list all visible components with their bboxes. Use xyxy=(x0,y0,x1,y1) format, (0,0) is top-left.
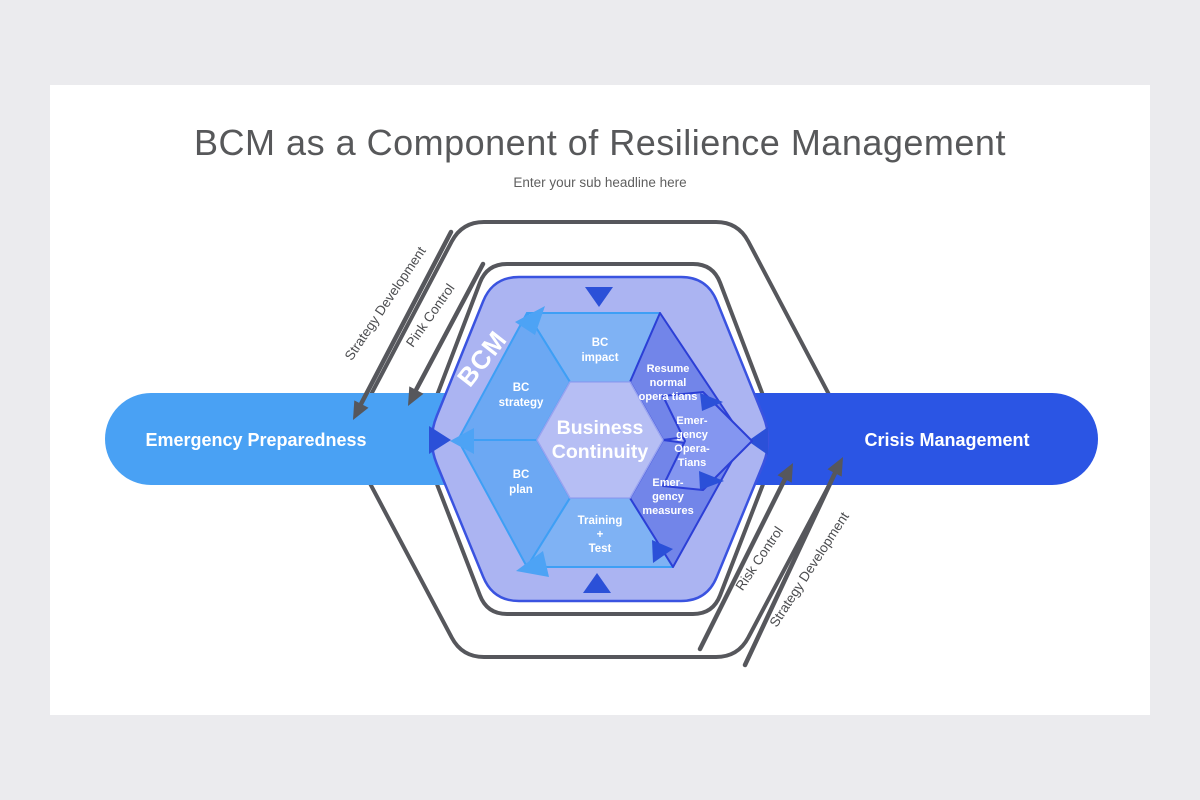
cycle-arrow-resume-icon xyxy=(700,393,723,411)
flow-arrows xyxy=(353,229,843,668)
training-test-line2: + xyxy=(597,529,604,541)
emergency-preparedness-label: Emergency Preparedness xyxy=(145,430,366,450)
crisis-management-label: Crisis Management xyxy=(864,430,1029,450)
measures-line1: Emer- xyxy=(652,477,684,489)
business-continuity-line2: Continuity xyxy=(552,441,649,463)
bc-plan-line2: plan xyxy=(509,484,533,496)
resume-line1: Resume xyxy=(647,363,690,375)
operations-line3: Opera- xyxy=(674,443,710,455)
measures-line3: measures xyxy=(642,505,693,517)
arrow-strategy-dev-top-head-icon xyxy=(353,400,369,420)
business-continuity-hexagon xyxy=(536,381,664,499)
arrow-pink-control-head-icon xyxy=(408,386,424,406)
arrow-risk-control-head-icon xyxy=(777,463,793,483)
operations-line2: gency xyxy=(676,429,709,441)
bc-plan-line1: BC xyxy=(513,469,530,481)
band-arrow-left-icon xyxy=(748,427,768,455)
resume-line2: normal xyxy=(650,377,687,389)
cycle-arrow-measures-icon xyxy=(652,540,673,563)
arrow-risk-control-line xyxy=(697,476,788,652)
bc-strategy-line2: strategy xyxy=(499,397,544,409)
slide-title: BCM as a Component of Resilience Managem… xyxy=(194,122,1006,163)
bc-impact-line1: BC xyxy=(592,337,609,349)
operations-line1: Emer- xyxy=(676,415,708,427)
band-arrow-down-icon xyxy=(585,287,613,307)
arrow-pink-control-line xyxy=(413,261,486,393)
band-arrow-up-icon xyxy=(583,573,611,593)
cycle-arrow-topleft-icon xyxy=(515,306,545,335)
cycle-arrow-operations-icon xyxy=(699,471,724,490)
band-arrow-right-icon xyxy=(429,426,451,454)
bc-strategy-line1: BC xyxy=(513,382,530,394)
measures-line2: gency xyxy=(652,491,685,503)
cycle-arrow-left-icon xyxy=(450,428,474,454)
resume-line3: opera tians xyxy=(639,391,698,403)
segment-emergency-operations-chevron xyxy=(662,391,753,491)
arrow-strategy-dev-bottom-head-icon xyxy=(827,457,843,477)
arrow-strategy-dev-top-line xyxy=(358,229,454,407)
business-continuity-line1: Business xyxy=(557,417,644,439)
cycle-arrow-bottomleft-icon xyxy=(516,551,549,577)
training-test-line3: Test xyxy=(589,543,612,555)
slide-subtitle: Enter your sub headline here xyxy=(513,175,686,190)
operations-line4: Tians xyxy=(678,457,707,469)
training-test-line1: Training xyxy=(578,515,623,527)
bc-impact-line2: impact xyxy=(581,352,618,364)
arrow-strategy-dev-bottom-line xyxy=(742,470,838,668)
